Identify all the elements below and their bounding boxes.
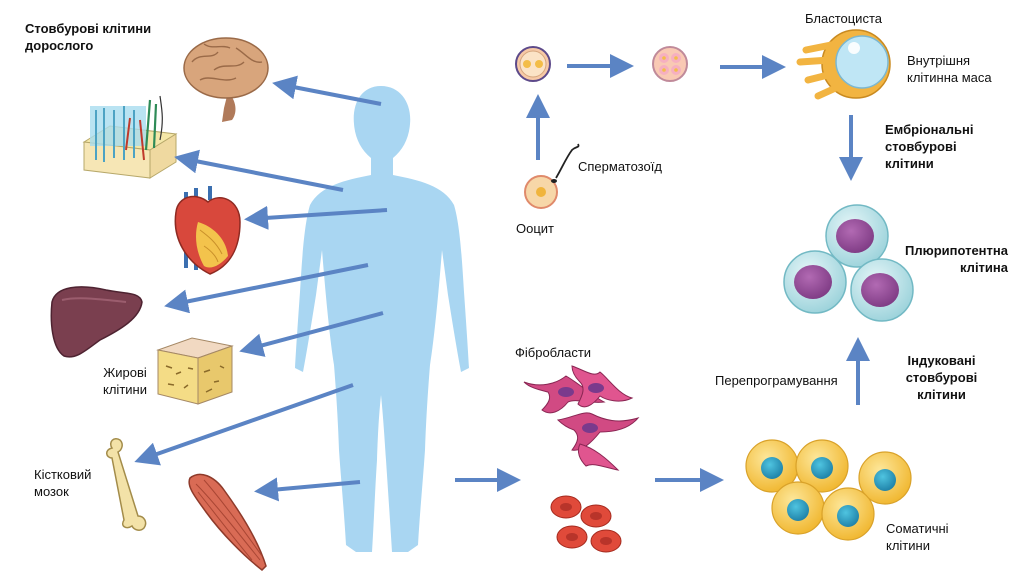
fibroblasts-label: Фібробласти — [515, 345, 592, 360]
inner-cell-mass-label: Внутрішня клітинна маса — [907, 52, 992, 86]
muscle-icon — [188, 473, 267, 571]
arrow-to-fat — [239, 311, 384, 357]
zygote-icon — [515, 46, 551, 82]
embryonic-line-3: клітини — [885, 156, 934, 171]
somatic-cells-label: Соматичні клітини — [886, 520, 949, 554]
sperm-icon — [551, 143, 580, 183]
bone-marrow-label-line-1: Кістковий — [34, 467, 92, 482]
embryonic-line-1: Ембріональні — [885, 122, 974, 137]
somatic-line-1: Соматичні — [886, 521, 949, 536]
blastocyst-icon — [796, 29, 891, 100]
embryonic-line-2: стовбурові — [885, 139, 957, 154]
arrow-to-heart — [244, 205, 388, 230]
arrow-to-brain — [272, 75, 382, 106]
bone-marrow-label: Кістковий мозок — [34, 466, 91, 500]
pluripotent-line-2: клітина — [960, 260, 1008, 275]
brain-icon — [183, 37, 269, 122]
fat-cells-label-line-2: клітини — [103, 382, 147, 397]
reprogramming-label: Перепрограмування — [715, 373, 838, 388]
title-line-1: Стовбурові клітини — [25, 21, 152, 36]
fat-cells-label-line-1: Жирові — [103, 365, 147, 380]
four-cell-embryo-icon — [652, 46, 688, 82]
pluripotent-line-1: Плюрипотентна — [904, 243, 1008, 258]
embryonic-stem-cells-label: Ембріональні стовбурові клітини — [885, 121, 973, 172]
red-blood-cell-icon — [550, 495, 622, 553]
organ-arrows — [134, 75, 388, 502]
arrow-to-liver — [164, 263, 369, 314]
oocyte-label: Ооцит — [516, 221, 555, 236]
fibroblast-icon — [523, 365, 640, 471]
inner-cell-mass-line-2: клітинна маса — [907, 70, 992, 85]
fat-cells-icon — [156, 337, 234, 405]
pluripotent-cell-icon — [783, 204, 914, 322]
arrow-to-bone — [134, 383, 354, 466]
bone-marrow-label-line-2: мозок — [34, 484, 69, 499]
oocyte-icon — [524, 175, 558, 209]
embryo-arrows — [526, 54, 863, 181]
adult-stem-cells-title: Стовбурові клітини дорослого — [25, 20, 151, 54]
arrow-to-skin — [174, 149, 344, 192]
induced-line-3: клітини — [917, 387, 966, 402]
somatic-line-2: клітини — [886, 538, 930, 553]
human-body-icon — [295, 86, 469, 552]
inner-cell-mass-line-1: Внутрішня — [907, 53, 971, 68]
liver-icon — [50, 286, 143, 358]
induced-line-2: стовбурові — [905, 370, 978, 385]
sperm-label: Сперматозоїд — [578, 159, 662, 174]
induced-line-1: Індуковані — [907, 353, 976, 368]
title-line-2: дорослого — [25, 38, 94, 53]
blastocyst-label: Бластоциста — [805, 11, 882, 26]
skin-icon — [82, 95, 178, 179]
fat-cells-label: Жирові клітини — [95, 364, 155, 398]
heart-icon — [174, 186, 241, 275]
arrow-to-muscle — [254, 477, 361, 502]
pluripotent-cell-label: Плюрипотентна клітина — [880, 242, 1008, 276]
reprogramming-arrows — [455, 337, 870, 492]
somatic-cell-icon — [745, 439, 912, 541]
induced-stem-cells-label: Індуковані стовбурові клітини — [884, 352, 999, 403]
bone-icon — [106, 437, 147, 531]
